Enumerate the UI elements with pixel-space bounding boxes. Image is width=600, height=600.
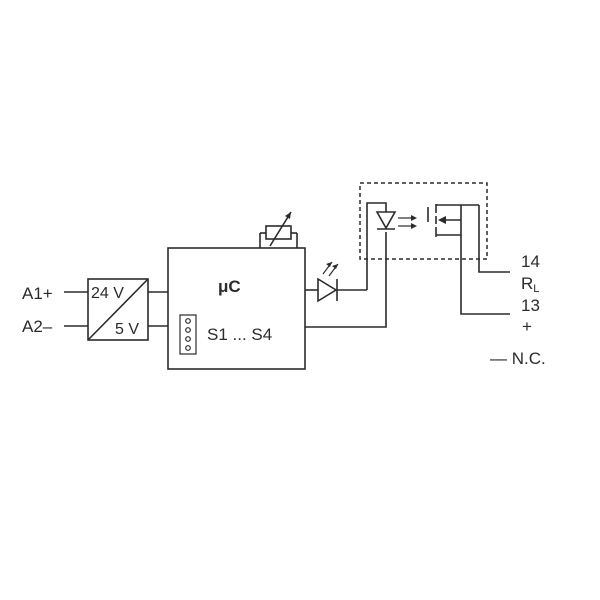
- led-emission-arrow-head: [332, 264, 338, 269]
- dip-switch-pin: [185, 318, 191, 324]
- terminal-a1-label: A1+: [22, 284, 53, 303]
- mosfet: [427, 204, 479, 237]
- dip-switch: [179, 314, 197, 355]
- dip-switch-pin: [185, 327, 191, 333]
- power-output-label: 5 V: [115, 321, 139, 338]
- opto-led-triangle: [375, 211, 397, 230]
- led-emission-arrow-head: [326, 262, 332, 267]
- status-led: [305, 261, 367, 303]
- wire-opto-cathode: [305, 232, 387, 328]
- opto-light-arrow-head: [411, 223, 417, 229]
- wire-opto-anode: [366, 202, 387, 290]
- optocoupler-boundary: [359, 182, 488, 260]
- power-input-label: 24 V: [91, 285, 124, 302]
- opto-light-arrow-head: [411, 215, 417, 221]
- wire-terminal-14: [478, 205, 510, 273]
- dip-switch-pin: [185, 345, 191, 351]
- switches-label: S1 ... S4: [207, 325, 272, 344]
- pot-arrow-line: [269, 211, 292, 247]
- microcontroller: μC S1 ... S4: [167, 247, 306, 370]
- potentiometer: [259, 211, 298, 248]
- led-triangle: [317, 277, 338, 303]
- plus-label: +: [522, 317, 532, 336]
- dip-switch-body: [179, 314, 197, 355]
- microcontroller-box: [167, 247, 306, 370]
- optocoupler-led: [375, 211, 417, 230]
- power-converter-diagonal: [87, 278, 149, 341]
- power-converter: 24 V 5 V: [87, 278, 149, 341]
- mosfet-arrow: [438, 216, 446, 224]
- wire-terminal-13: [460, 235, 510, 315]
- nc-label: — N.C.: [490, 349, 546, 368]
- terminal-13-label: 13: [521, 296, 540, 315]
- load-resistor-label: RL: [521, 274, 539, 295]
- terminal-a2-label: A2–: [22, 317, 53, 336]
- pot-resistor: [265, 225, 292, 240]
- terminal-14-label: 14: [521, 252, 540, 271]
- microcontroller-label: μC: [218, 277, 241, 296]
- power-converter-box: [87, 278, 149, 341]
- mosfet-drain: [436, 204, 462, 218]
- dip-switch-pin: [185, 336, 191, 342]
- pot-arrow-head: [285, 212, 291, 219]
